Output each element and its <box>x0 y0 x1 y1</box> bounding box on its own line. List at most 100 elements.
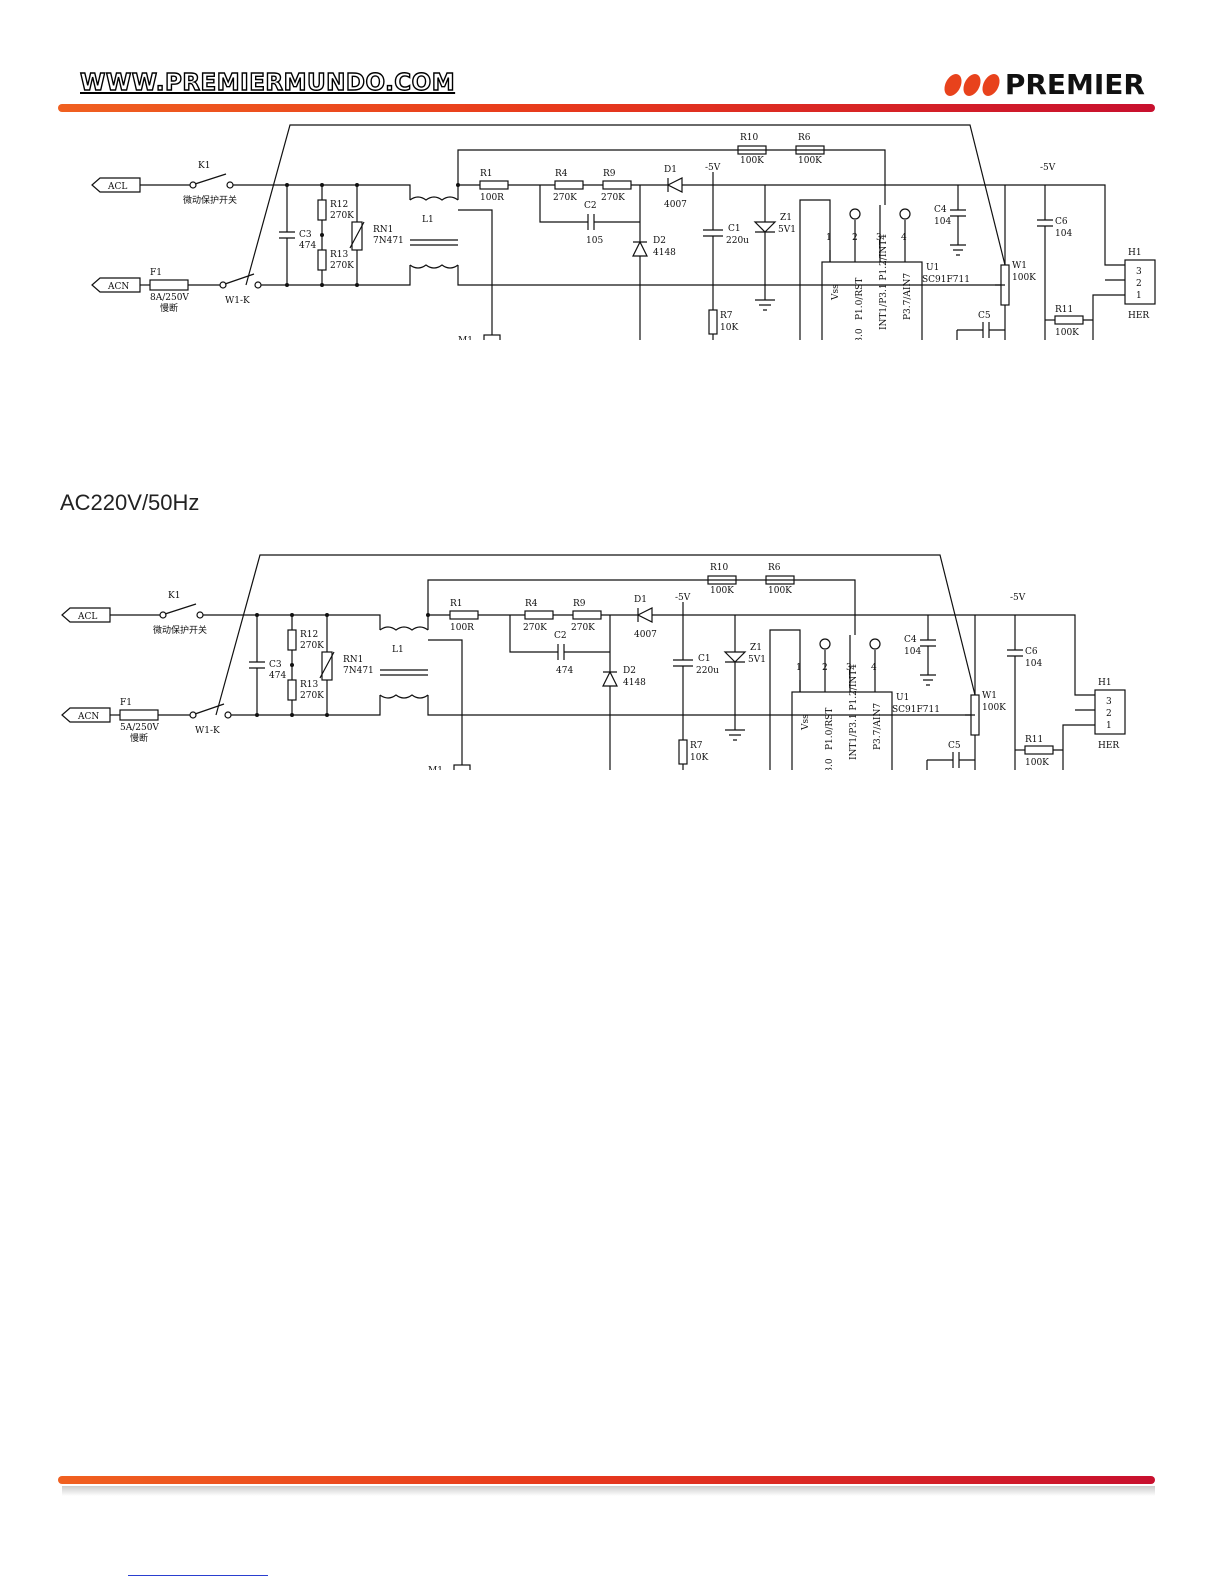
fuse-label: F1 <box>150 268 162 278</box>
label-d1: D1 <box>634 595 647 605</box>
label-l1: L1 <box>422 215 434 225</box>
label-w1: W1 <box>1012 261 1027 271</box>
label-h1_pins-2: 1 <box>1136 291 1142 301</box>
label-d2_val: 4148 <box>623 678 646 688</box>
label-c3: C3 <box>299 230 312 240</box>
circuit-diagram-1: ACL ACN K1 微动保护开关 F1 8A/250V 慢断 W1-K C34… <box>91 124 1156 340</box>
label-chip_top_labels-0: Vss <box>801 714 811 731</box>
k1-note: 微动保护开关 <box>183 194 237 206</box>
fuse-note: 慢断 <box>160 302 178 314</box>
label-w1_val: 100K <box>982 703 1006 713</box>
fuse-label: F1 <box>120 698 132 708</box>
label-c1: C1 <box>698 654 711 664</box>
fuse-note: 慢断 <box>130 732 148 744</box>
label-pins_top-0: 1 <box>796 663 802 673</box>
label-pins_top-2: 3 <box>876 233 882 243</box>
label-chip_top_labels-0: Vss <box>831 284 841 301</box>
label-z1: Z1 <box>750 643 762 653</box>
label-z1_val: 5V1 <box>778 225 796 235</box>
footer-rule <box>58 1476 1155 1484</box>
label-r13_val: 270K <box>300 691 324 701</box>
label-r12_val: 270K <box>300 641 324 651</box>
label-l1: L1 <box>392 645 404 655</box>
label-chip_top_labels-2: INT1/P3.1 P1.2/INT4 <box>879 234 889 330</box>
acn-input-label: ACN <box>107 282 129 292</box>
label-rn1_val: 7N471 <box>373 236 404 246</box>
label-c2_val: 105 <box>586 236 603 246</box>
label-c1: C1 <box>728 224 741 234</box>
w1k-switch-label: W1-K <box>225 296 250 306</box>
label-u1_val: SC91F711 <box>922 275 970 285</box>
label-chip_bot_labels-1: INT0/P3.0 <box>825 758 835 770</box>
label-d1: D1 <box>664 165 677 175</box>
footer-shadow <box>62 1486 1155 1496</box>
label-c3_val: 474 <box>269 671 286 681</box>
label-r4_val: 270K <box>523 623 547 633</box>
label-r4: R4 <box>525 599 538 609</box>
label-h1_pins-1: 2 <box>1136 279 1142 289</box>
label-r11: R11 <box>1055 305 1073 315</box>
label-c5: C5 <box>978 311 991 321</box>
acn-input-label: ACN <box>77 712 99 722</box>
label-d2: D2 <box>623 666 636 676</box>
label-r12: R12 <box>300 630 318 640</box>
label-r12: R12 <box>330 200 348 210</box>
label-c6: C6 <box>1025 647 1038 657</box>
k1-switch-label: K1 <box>198 161 210 171</box>
label-d2_val: 4148 <box>653 248 676 258</box>
site-url[interactable]: WWW.PREMIERMUNDO.COM <box>79 69 456 96</box>
label-c5: C5 <box>948 741 961 751</box>
label-d2: D2 <box>653 236 666 246</box>
label-vneg: -5V <box>1040 163 1056 173</box>
label-r7_val: 10K <box>720 323 738 333</box>
label-c6_val: 104 <box>1025 659 1042 669</box>
label-rn1_val: 7N471 <box>343 666 374 676</box>
label-r7: R7 <box>690 741 703 751</box>
label-pins_top-3: 4 <box>871 663 877 673</box>
label-pins_top-0: 1 <box>826 233 832 243</box>
label-r13: R13 <box>330 250 349 260</box>
label-chip_top_labels-1: P1.0/RST <box>855 278 865 320</box>
label-z1: Z1 <box>780 213 792 223</box>
label-vneg: -5V <box>705 163 721 173</box>
label-r9: R9 <box>603 169 616 179</box>
label-c4_val: 104 <box>934 217 951 227</box>
k1-note: 微动保护开关 <box>153 624 207 636</box>
label-r6: R6 <box>798 133 811 143</box>
label-h1_pins-0: 3 <box>1136 267 1142 277</box>
label-r6_val: 100K <box>798 156 822 166</box>
label-c2_val: 474 <box>556 666 573 676</box>
label-chip_top_labels-3: P3.7/AIN7 <box>903 273 913 320</box>
label-r10_val: 100K <box>740 156 764 166</box>
fuse-rating: 8A/250V <box>150 293 189 303</box>
w1k-switch-label: W1-K <box>195 726 220 736</box>
label-r1a_val: 100R <box>450 623 474 633</box>
label-h1_name: HER <box>1098 741 1119 751</box>
label-c3_val: 474 <box>299 241 316 251</box>
label-pins_top-3: 4 <box>901 233 907 243</box>
label-chip_top_labels-3: P3.7/AIN7 <box>873 703 883 750</box>
label-chip_top_labels-1: P1.0/RST <box>825 708 835 750</box>
label-r6_val: 100K <box>768 586 792 596</box>
label-r10: R10 <box>710 563 729 573</box>
label-c4: C4 <box>904 635 917 645</box>
brand-logo: PREMIER <box>941 68 1145 101</box>
label-c4: C4 <box>934 205 947 215</box>
label-m1: M1 <box>428 766 443 770</box>
circuit-diagram-2: ACL ACN K1 微动保护开关 F1 5A/250V 慢断 W1-K C34… <box>61 554 1126 770</box>
label-w1: W1 <box>982 691 997 701</box>
label-u1: U1 <box>896 693 909 703</box>
label-c6: C6 <box>1055 217 1068 227</box>
header-rule <box>58 104 1155 112</box>
acl-input-label: ACL <box>77 612 97 622</box>
label-d1_val: 4007 <box>664 200 687 210</box>
label-r9_val: 270K <box>601 193 625 203</box>
footer-link[interactable] <box>128 1575 268 1576</box>
label-c4_val: 104 <box>904 647 921 657</box>
label-vneg: -5V <box>675 593 691 603</box>
label-c1_val: 220u <box>696 666 719 676</box>
label-h1_pins-2: 1 <box>1106 721 1112 731</box>
label-h1_pins-1: 2 <box>1106 709 1112 719</box>
label-r11_val: 100K <box>1055 328 1079 338</box>
label-r11_val: 100K <box>1025 758 1049 768</box>
